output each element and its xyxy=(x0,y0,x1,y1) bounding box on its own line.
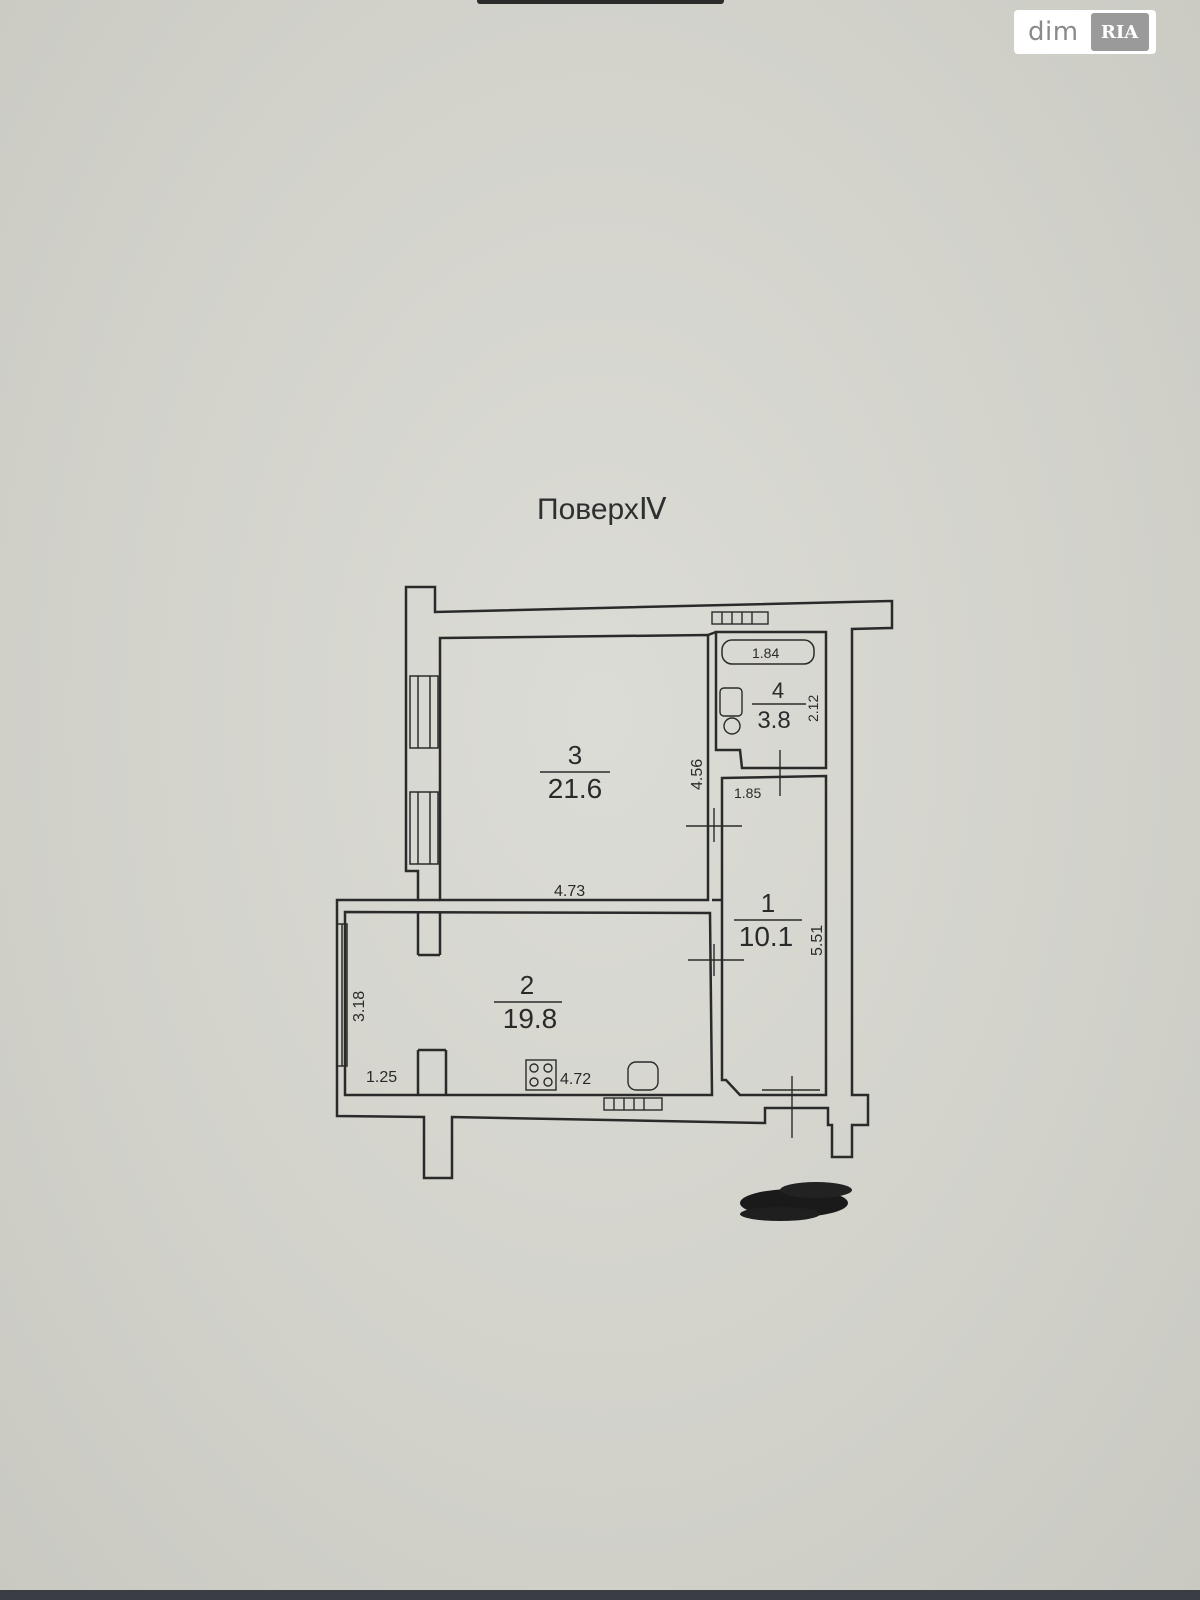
room-3-number: 3 xyxy=(568,740,582,770)
logo-ria-text: RIA xyxy=(1100,21,1139,43)
dim-2-12: 2.12 xyxy=(805,695,821,722)
window-left-lower xyxy=(409,791,439,865)
window-left-upper xyxy=(409,675,439,749)
dim-1-85: 1.85 xyxy=(734,785,761,801)
bathtub xyxy=(721,639,815,665)
dim-4-56: 4.56 xyxy=(689,759,706,790)
room-2-number: 2 xyxy=(520,970,534,1000)
dim-ria-logo[interactable]: dim RIA xyxy=(1014,10,1156,54)
door-marks xyxy=(686,750,820,1138)
room-3-area: 21.6 xyxy=(548,773,603,804)
room-1-outline xyxy=(720,774,828,1097)
top-edge-tab xyxy=(477,0,724,4)
room-4-outline xyxy=(714,630,828,770)
room-1-number: 1 xyxy=(761,888,775,918)
room-4-number: 4 xyxy=(772,678,784,703)
dim-4-73: 4.73 xyxy=(554,883,585,900)
room-4-area: 3.8 xyxy=(757,707,790,734)
dim-1-25: 1.25 xyxy=(366,1069,397,1086)
kitchen-sink xyxy=(627,1061,659,1091)
dim-5-51: 5.51 xyxy=(809,925,826,956)
toilet xyxy=(719,687,743,735)
radiator-top xyxy=(711,611,769,625)
logo-dim-text: dim xyxy=(1028,17,1079,47)
logo-ria-badge: RIA xyxy=(1090,13,1149,51)
bottom-dark-strip xyxy=(0,1590,1200,1600)
floor-title: ПоверхⅣ xyxy=(537,493,667,526)
dim-3-18: 3.18 xyxy=(351,991,368,1022)
room-3-outline xyxy=(438,633,710,902)
redaction-scribble xyxy=(740,1182,852,1221)
room-1-area: 10.1 xyxy=(739,921,794,952)
radiator-bottom xyxy=(603,1097,663,1111)
dim-4-72: 4.72 xyxy=(560,1071,591,1088)
room-2-outline xyxy=(343,910,714,1097)
stove xyxy=(525,1059,557,1091)
room-2-area: 19.8 xyxy=(503,1003,558,1034)
dim-1-84: 1.84 xyxy=(752,645,779,661)
